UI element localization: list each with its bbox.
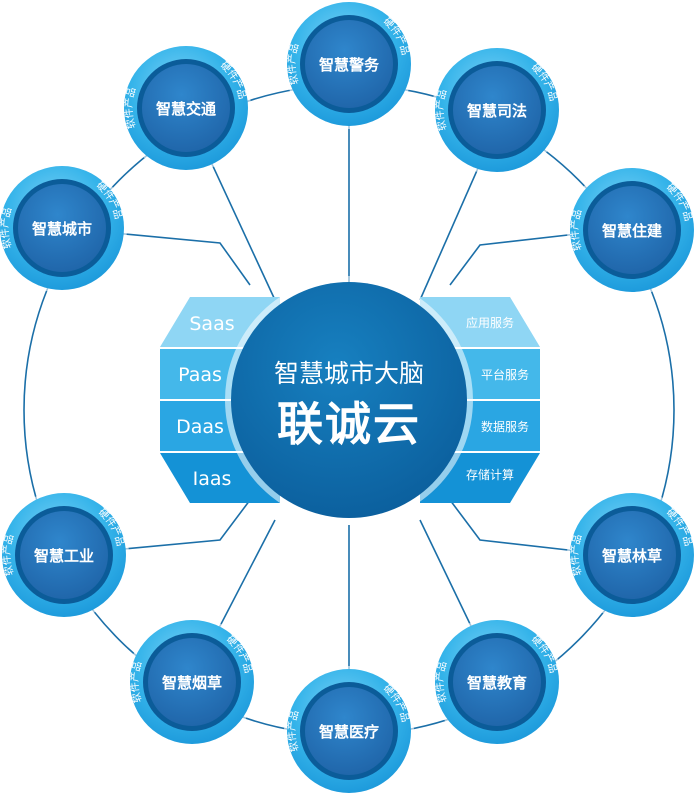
node-face [588,186,676,274]
stack-right-label: 存储计算 [466,467,514,482]
node-label: 智慧警务 [319,56,380,74]
node-face [148,638,236,726]
node-face [305,20,393,108]
center-subtitle: 联诚云 [277,397,421,451]
node-label: 智慧教育 [467,674,527,692]
node-face [20,511,108,599]
stack-left-label: Daas [176,416,224,438]
stack-left-label: Paas [178,364,222,386]
node-face [453,638,541,726]
center-title: 智慧城市大脑 [274,359,424,388]
node-face [453,66,541,154]
node-label: 智慧工业 [34,547,94,565]
center-hub: 智慧城市大脑 联诚云 [225,276,473,524]
stack-right-label: 平台服务 [481,367,529,382]
node-label: 智慧烟草 [162,674,222,692]
node-label: 智慧医疗 [319,723,379,741]
stack-left-label: Saas [189,313,234,335]
stack-left-label: Iaas [193,468,232,490]
node-label: 智慧交通 [156,100,216,118]
node-label: 智慧司法 [467,102,527,120]
node-label: 智慧城市 [32,220,92,238]
node-face [142,64,230,152]
node-face [305,687,393,775]
node-face [18,184,106,272]
stack-right-label: 数据服务 [481,419,529,434]
node-label: 智慧住建 [602,222,663,240]
stack-right-label: 应用服务 [466,315,514,330]
node-face [588,511,676,599]
node-label: 智慧林草 [602,547,662,565]
